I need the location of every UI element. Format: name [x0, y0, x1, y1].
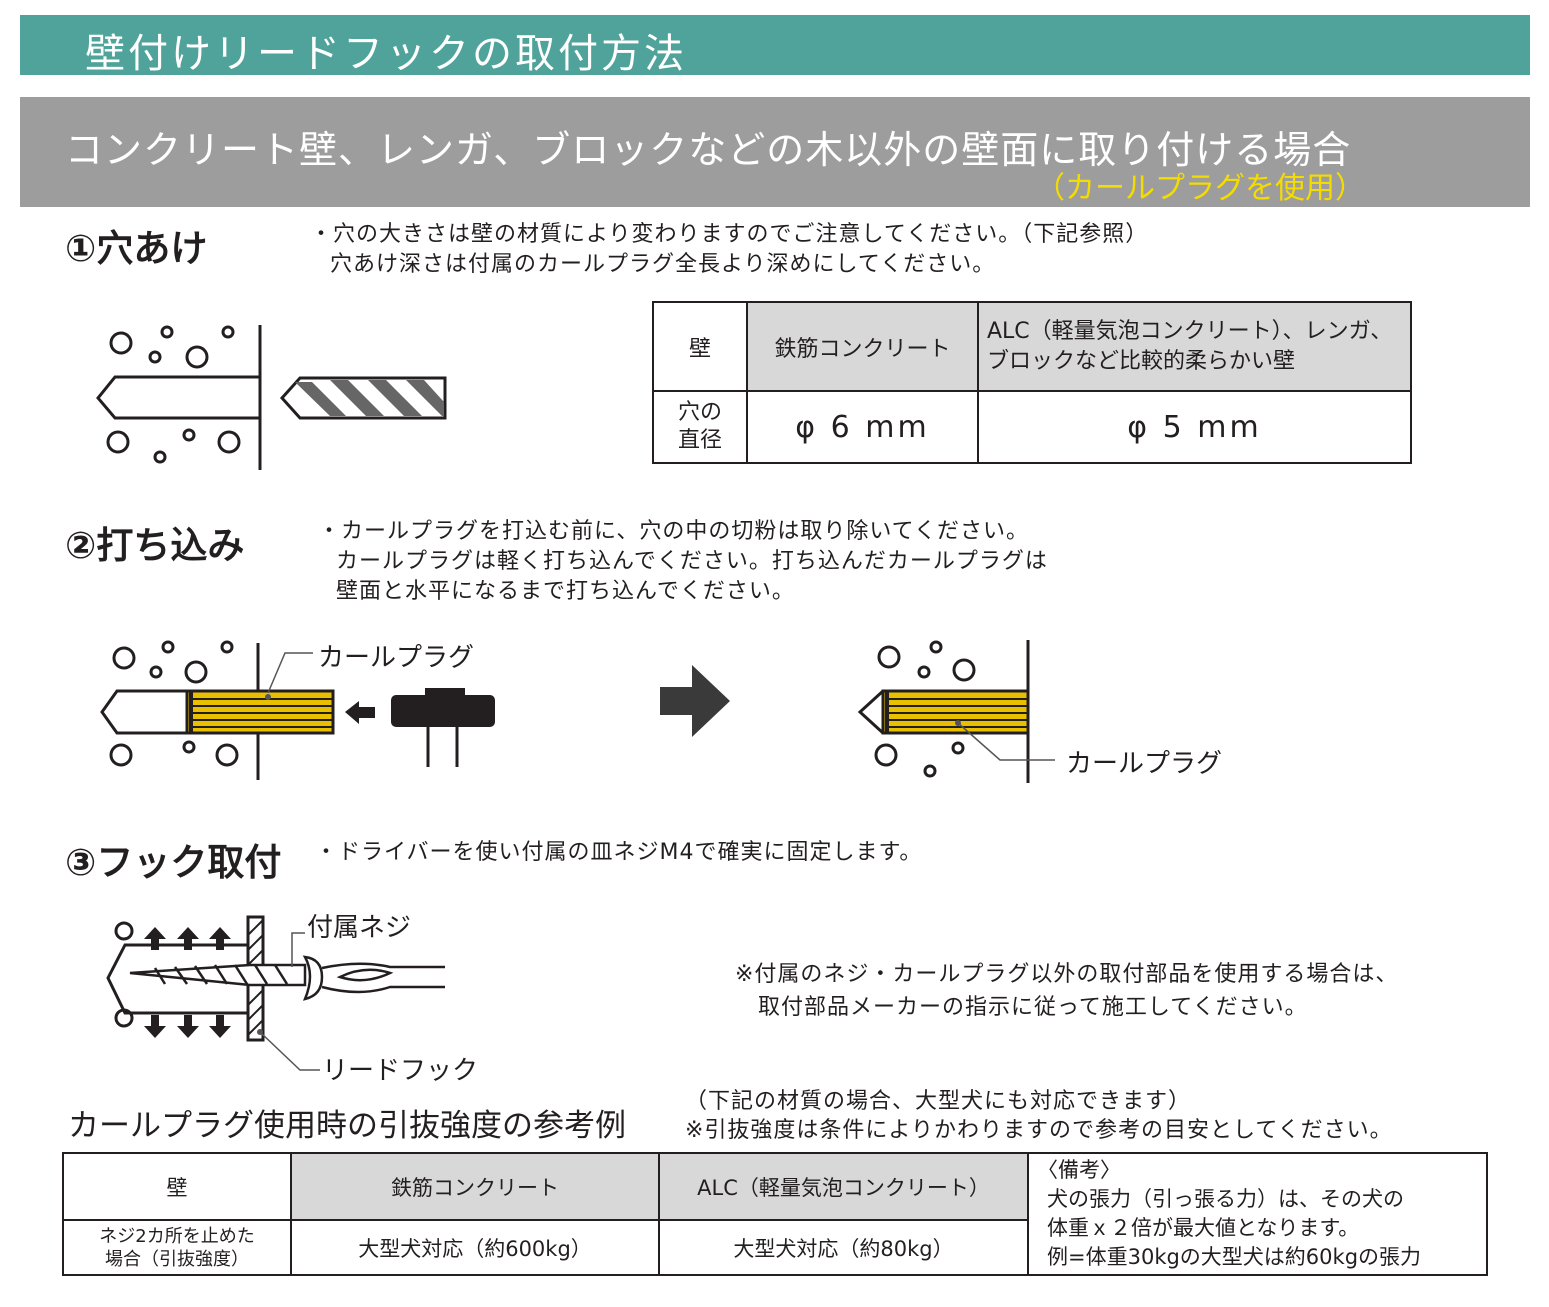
remarks-cell: 〈備考〉 犬の張力（引っ張る力）は、その犬の 体重ｘ２倍が最大値となります。 例… [1027, 1152, 1488, 1276]
step1-note: ・穴の大きさは壁の材質により変わりますのでご注意してください。（下記参照） [310, 222, 1149, 247]
diameter-rc: φ 6 mm [746, 390, 979, 464]
plug-insertion-illustration [100, 640, 495, 780]
strength-note: （下記の材質の場合、大型犬にも対応できます） [685, 1089, 1192, 1114]
hook-mounting-illustration [106, 915, 445, 1071]
header-alc: ALC（軽量気泡コンクリート） [658, 1152, 1029, 1221]
title-bar: 壁付けリードフックの取付方法 [20, 15, 1530, 77]
step3-note: ・ドライバーを使い付属の皿ネジM4で確実に固定します。 [315, 840, 923, 865]
row-label: 穴の直径 [652, 390, 748, 464]
plug-label-right: カールプラグ [1066, 749, 1223, 779]
plug-inserted-illustration [857, 640, 1055, 783]
strength-note: ※引抜強度は条件によりかわりますので参考の目安としてください。 [685, 1118, 1393, 1143]
step2-note: ・カールプラグを打込む前に、穴の中の切粉は取り除いてください。 [318, 519, 1030, 544]
header-rc: 鉄筋コンクリート [290, 1152, 660, 1221]
header-alc-line: ALC（軽量気泡コンクリート）、レンガ、 [987, 318, 1393, 344]
remarks-line: 体重ｘ２倍が最大値となります。 [1047, 1216, 1360, 1240]
step2-note: 壁面と水平になるまで打ち込んでください。 [336, 579, 795, 604]
header-rc: 鉄筋コンクリート [746, 301, 979, 392]
drilling-illustration [96, 325, 447, 470]
caution-note: 取付部品メーカーの指示に従って施工してください。 [758, 995, 1308, 1020]
row-label: ネジ2カ所を止めた場合（引抜強度） [62, 1219, 292, 1276]
page-title: 壁付けリードフックの取付方法 [85, 31, 687, 77]
strength-rc: 大型犬対応（約600kg） [290, 1219, 660, 1276]
strength-alc: 大型犬対応（約80kg） [658, 1219, 1029, 1276]
header-alc: ALC（軽量気泡コンクリート）、レンガ、ブロックなど比較的柔らかい壁 [977, 301, 1412, 392]
push-arrow-icon [345, 701, 375, 724]
diameter-alc: φ 5 mm [977, 390, 1412, 464]
row-label-line: 場合（引抜強度） [105, 1248, 249, 1270]
expansion-arrows-icon [144, 927, 231, 1038]
header-wall: 壁 [62, 1152, 292, 1221]
hook-label: リードフック [322, 1056, 479, 1086]
step1-note: 穴あけ深さは付属のカールプラグ全長より深めにしてください。 [330, 252, 996, 277]
step2-note: カールプラグは軽く打ち込んでください。打ち込んだカールプラグは [336, 549, 1048, 574]
pull-strength-table: 壁 鉄筋コンクリート ALC（軽量気泡コンクリート） 〈備考〉 犬の張力（引っ張… [62, 1152, 1488, 1276]
hammer-icon [391, 688, 495, 767]
hole-size-table: 壁 鉄筋コンクリート ALC（軽量気泡コンクリート）、レンガ、ブロックなど比較的… [652, 301, 1412, 464]
row-label-line: ネジ2カ所を止めた [99, 1225, 255, 1247]
screw-icon [129, 955, 324, 1001]
step1-heading: ①穴あけ [65, 227, 208, 270]
remarks-line: 〈備考〉 [1037, 1158, 1121, 1182]
caution-note: ※付属のネジ・カールプラグ以外の取付部品を使用する場合は、 [735, 962, 1399, 987]
section-banner: コンクリート壁、レンガ、ブロックなどの木以外の壁面に取り付ける場合 （カールプラ… [20, 97, 1530, 207]
plug-label-left: カールプラグ [318, 643, 475, 673]
banner-title: コンクリート壁、レンガ、ブロックなどの木以外の壁面に取り付ける場合 [65, 128, 1352, 172]
remarks-line: 例=体重30kgの大型犬は約60kgの張力 [1047, 1245, 1422, 1269]
remarks-line: 犬の張力（引っ張る力）は、その犬の [1047, 1187, 1404, 1211]
step3-heading: ③フック取付 [65, 841, 282, 884]
row-label-line: 穴の [677, 400, 722, 425]
step2-heading: ②打ち込み [65, 524, 245, 567]
screw-label: 付属ネジ [307, 913, 412, 943]
row-label-line: 直径 [677, 428, 722, 453]
wall-plug-icon [185, 689, 335, 735]
header-alc-line: ブロックなど比較的柔らかい壁 [987, 348, 1296, 374]
header-wall: 壁 [652, 301, 748, 392]
strength-heading: カールプラグ使用時の引抜強度の参考例 [68, 1108, 626, 1144]
banner-subtitle: （カールプラグを使用） [1035, 171, 1365, 206]
drill-bit-icon [279, 376, 447, 420]
next-step-arrow-icon [660, 665, 730, 737]
screwdriver-icon [321, 962, 445, 994]
